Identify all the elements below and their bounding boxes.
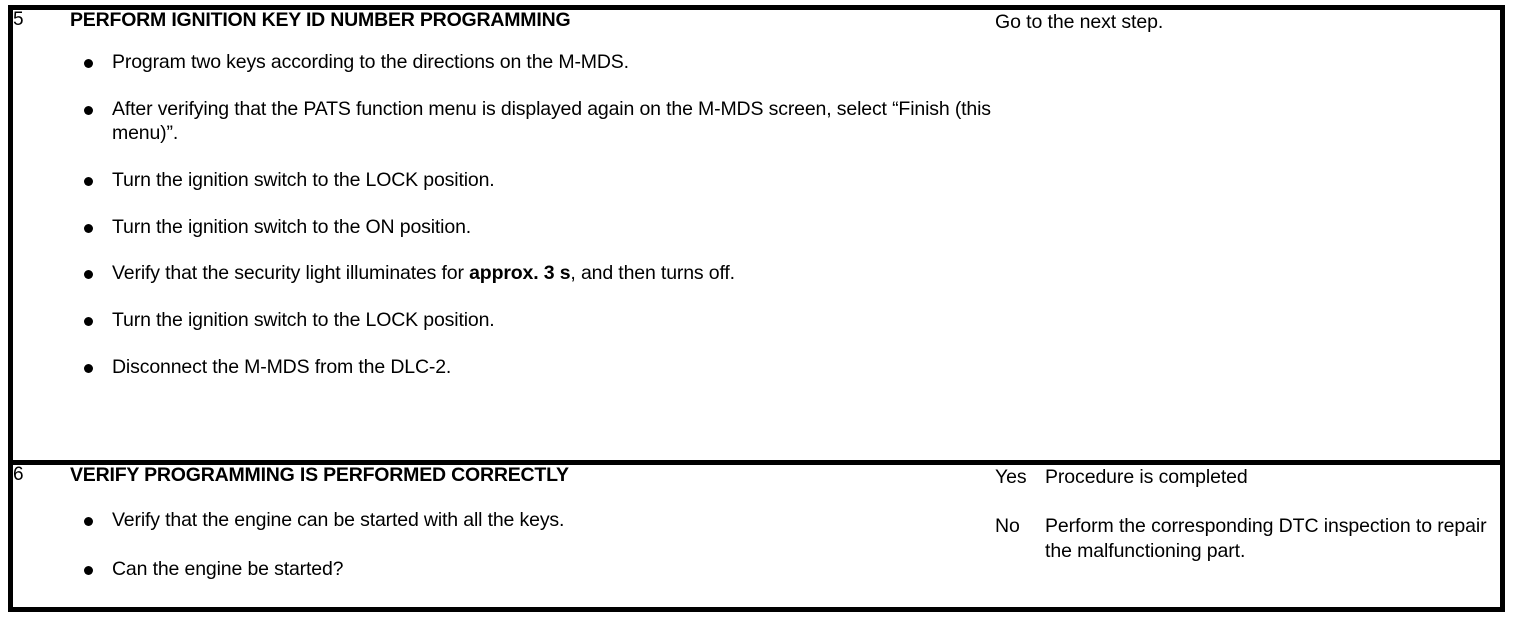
list-item-text: Verify that the engine can be started wi… (112, 508, 565, 531)
list-item: Turn the ignition switch to the ON posit… (70, 216, 995, 240)
list-item: Turn the ignition switch to the LOCK pos… (70, 309, 995, 333)
list-item: Can the engine be started? (70, 558, 995, 582)
result-label-yes: Yes (995, 460, 1045, 514)
bullet-icon (84, 270, 93, 280)
result-label-no: No (995, 515, 1020, 537)
step-6-body: VERIFY PROGRAMMING IS PERFORMED CORRECTL… (70, 460, 995, 607)
bullet-icon (84, 59, 93, 69)
step-number-6: 6 (13, 460, 70, 607)
step-5-body: PERFORM IGNITION KEY ID NUMBER PROGRAMMI… (70, 9, 995, 463)
list-item-text: Disconnect the M-MDS from the DLC-2. (112, 355, 452, 378)
bullet-icon (84, 317, 93, 327)
step-6-title: VERIFY PROGRAMMING IS PERFORMED CORRECTL… (70, 464, 569, 487)
step-5-bullet-list: Program two keys according to the direct… (70, 51, 995, 379)
list-item-text-post: , and then turns off. (570, 262, 735, 285)
table-row-step-5: 5 PERFORM IGNITION KEY ID NUMBER PROGRAM… (13, 9, 1500, 463)
result-action-no: Perform the corresponding DTC inspection… (1045, 515, 1487, 562)
list-item: Verify that the engine can be started wi… (70, 509, 995, 533)
bullet-icon (84, 565, 93, 575)
bullet-icon (84, 176, 93, 186)
list-item-text-emphasis: approx. 3 s (469, 262, 571, 285)
bullet-icon (84, 363, 93, 373)
list-item-text: Program two keys according to the direct… (112, 51, 629, 74)
diagnostic-table-frame: 5 PERFORM IGNITION KEY ID NUMBER PROGRAM… (8, 5, 1505, 612)
list-item: Turn the ignition switch to the LOCK pos… (70, 169, 995, 193)
table-row-step-6: 6 VERIFY PROGRAMMING IS PERFORMED CORREC… (13, 460, 1500, 607)
step-5-title: PERFORM IGNITION KEY ID NUMBER PROGRAMMI… (70, 9, 571, 31)
list-item-text: Can the engine be started? (112, 557, 344, 580)
step-5-action: Go to the next step. (995, 11, 1164, 33)
list-item: Verify that the security light illuminat… (70, 262, 995, 286)
step-number-5: 5 (13, 9, 24, 30)
bullet-icon (84, 516, 93, 526)
list-item: Program two keys according to the direct… (70, 51, 995, 75)
list-item: After verifying that the PATS function m… (70, 98, 995, 146)
list-item: Disconnect the M-MDS from the DLC-2. (70, 356, 995, 380)
list-item-text: Turn the ignition switch to the LOCK pos… (112, 309, 495, 332)
result-action-yes: Procedure is completed (1045, 460, 1500, 514)
table-row-step-6-no: No Perform the corresponding DTC inspect… (13, 514, 1500, 607)
list-item-text-pre: Verify that the security light illuminat… (112, 262, 470, 285)
list-item-text: Turn the ignition switch to the ON posit… (112, 215, 472, 238)
step-6-bullet-list: Verify that the engine can be started wi… (70, 509, 995, 582)
diagnostic-procedure-table: 5 PERFORM IGNITION KEY ID NUMBER PROGRAM… (13, 9, 1500, 607)
bullet-icon (84, 106, 93, 116)
list-item-text: Turn the ignition switch to the LOCK pos… (112, 168, 495, 191)
list-item-text: After verifying that the PATS function m… (112, 98, 991, 144)
bullet-icon (84, 223, 93, 233)
